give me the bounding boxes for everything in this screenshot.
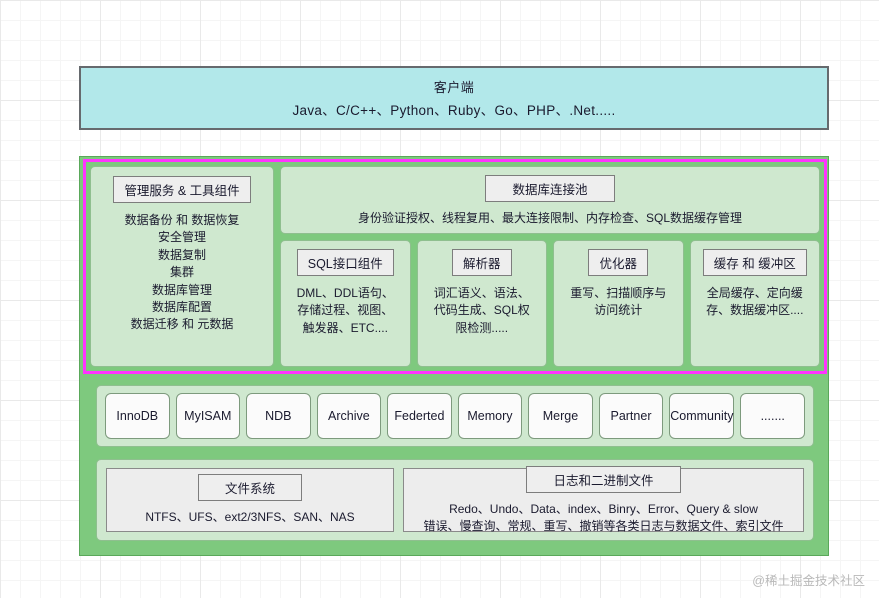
storage-engine-item: MyISAM xyxy=(175,393,241,439)
storage-engine-item: Community xyxy=(669,393,735,439)
storage-engine-item: InnoDB xyxy=(105,393,170,439)
sql-right-column: 数据库连接池 身份验证授权、线程复用、最大连接限制、内存检查、SQL数据缓存管理… xyxy=(280,166,820,367)
parser-header: 解析器 xyxy=(451,249,512,276)
storage-engine-item: Memory xyxy=(457,393,523,439)
management-services-header: 管理服务 & 工具组件 xyxy=(113,176,251,203)
sql-components-row: SQL接口组件 DML、DDL语句、 存储过程、视图、 触发器、ETC.... … xyxy=(280,240,820,367)
optimizer-items: 重写、扫描顺序与 访问统计 xyxy=(570,286,667,318)
storage-engine-item: Partner xyxy=(598,393,664,439)
management-services-items: 数据备份 和 数据恢复 安全管理 数据复制 集群 数据库管理 数据库配置 数据迁… xyxy=(124,213,240,332)
log-files-box: 日志和二进制文件 Redo、Undo、Data、index、Binry、Erro… xyxy=(403,465,804,533)
sql-interface-header: SQL接口组件 xyxy=(296,249,394,276)
parser-component: 解析器 词汇语义、语法、 代码生成、SQL权 限检测..... xyxy=(416,240,547,367)
client-box: 客户端 Java、C/C++、Python、Ruby、Go、PHP、.Net..… xyxy=(79,66,829,130)
mysql-server-container: 管理服务 & 工具组件 数据备份 和 数据恢复 安全管理 数据复制 集群 数据库… xyxy=(79,156,829,556)
storage-engine-item: ....... xyxy=(740,393,805,439)
connection-pool-features: 身份验证授权、线程复用、最大连接限制、内存检查、SQL数据缓存管理 xyxy=(357,210,742,225)
filesystem-header: 文件系统 xyxy=(197,474,302,502)
log-files-items: Redo、Undo、Data、index、Binry、Error、Query &… xyxy=(423,501,784,533)
client-languages: Java、C/C++、Python、Ruby、Go、PHP、.Net..... xyxy=(292,103,616,118)
optimizer-header: 优化器 xyxy=(588,249,648,276)
file-layer: 文件系统 NTFS、UFS、ext2/3NFS、SAN、NAS 日志和二进制文件… xyxy=(96,459,814,541)
storage-engine-layer: InnoDB MyISAM NDB Archive Federted Memor… xyxy=(96,385,814,447)
log-files-header: 日志和二进制文件 xyxy=(526,465,681,493)
client-title: 客户端 xyxy=(433,80,475,95)
cache-buffer-items: 全局缓存、定向缓 存、数据缓冲区.... xyxy=(706,286,804,318)
cache-buffer-component: 缓存 和 缓冲区 全局缓存、定向缓 存、数据缓冲区.... xyxy=(689,240,820,367)
connection-pool-header: 数据库连接池 xyxy=(485,174,615,202)
storage-engine-item: Archive xyxy=(316,393,382,439)
filesystem-box: 文件系统 NTFS、UFS、ext2/3NFS、SAN、NAS xyxy=(106,468,394,532)
management-services-panel: 管理服务 & 工具组件 数据备份 和 数据恢复 安全管理 数据复制 集群 数据库… xyxy=(90,166,274,367)
parser-items: 词汇语义、语法、 代码生成、SQL权 限检测..... xyxy=(433,286,530,335)
watermark: @稀土掘金技术社区 xyxy=(752,574,865,588)
storage-engine-item: Federted xyxy=(387,393,452,439)
sql-layer-highlight: 管理服务 & 工具组件 数据备份 和 数据恢复 安全管理 数据复制 集群 数据库… xyxy=(83,159,827,374)
filesystem-items: NTFS、UFS、ext2/3NFS、SAN、NAS xyxy=(145,510,355,525)
storage-engine-item: Merge xyxy=(528,393,593,439)
connection-pool-panel: 数据库连接池 身份验证授权、线程复用、最大连接限制、内存检查、SQL数据缓存管理 xyxy=(280,166,820,234)
sql-interface-component: SQL接口组件 DML、DDL语句、 存储过程、视图、 触发器、ETC.... xyxy=(280,240,411,367)
optimizer-component: 优化器 重写、扫描顺序与 访问统计 xyxy=(553,240,684,367)
cache-buffer-header: 缓存 和 缓冲区 xyxy=(702,249,807,276)
sql-interface-items: DML、DDL语句、 存储过程、视图、 触发器、ETC.... xyxy=(296,286,394,335)
storage-engine-item: NDB xyxy=(246,393,311,439)
